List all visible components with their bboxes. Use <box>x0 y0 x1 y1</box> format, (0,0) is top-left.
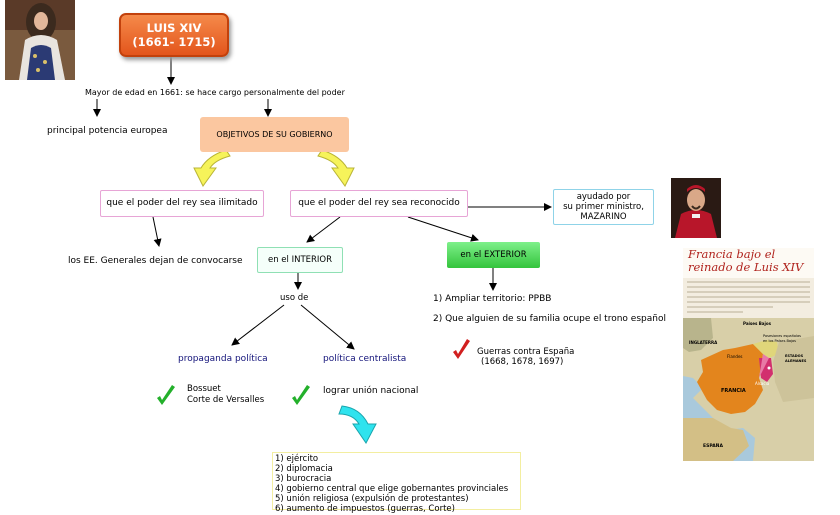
minister-line1: ayudado por <box>576 192 631 202</box>
map-label-alsacia: Alsacia <box>755 381 770 386</box>
title-box: LUIS XIV (1661- 1715) <box>119 13 229 57</box>
map-label-estados-alemanes: ESTADOS ALEMANES <box>785 354 807 363</box>
arrow-uso-propaganda <box>231 304 285 346</box>
exterior-label: en el EXTERIOR <box>460 249 527 260</box>
cyan-curved-arrow <box>338 405 377 444</box>
map-label-posesiones: Posesiones españolas en los Países Bajos <box>763 334 801 343</box>
goal-unlimited-box: que el poder del rey sea ilimitado <box>100 190 264 217</box>
power-text: principal potencia europea <box>47 126 168 136</box>
minister-line2: su primer ministro, <box>563 202 644 212</box>
france-map-image: Francia bajo el reinado de Luis XIV País… <box>683 248 814 461</box>
wars-line1: Guerras contra España <box>477 347 575 357</box>
majority-text: Mayor de edad en 1661: se hace cargo per… <box>85 88 345 97</box>
propaganda-item-1: Bossuet <box>187 384 221 394</box>
louis-xiv-portrait <box>5 0 75 80</box>
interior-box: en el INTERIOR <box>257 247 343 273</box>
green-check-icon <box>292 385 310 405</box>
measure-item: 4) gobierno central que elige gobernante… <box>275 484 509 494</box>
estates-text: los EE. Generales dejan de convocarse <box>68 256 243 266</box>
arrow-recognized-exterior <box>407 216 479 242</box>
wars-line2: (1668, 1678, 1697) <box>481 357 564 367</box>
centralista-label: política centralista <box>323 354 407 364</box>
map-title-line1: Francia bajo el <box>688 248 776 261</box>
arrow-unlimited-estates <box>152 216 162 247</box>
measure-item: 5) unión religiosa (expulsión de protest… <box>275 494 469 504</box>
uso-de-text: uso de <box>280 293 309 303</box>
interior-label: en el INTERIOR <box>267 254 333 265</box>
measure-item: 1) ejército <box>275 454 319 464</box>
arrow-uso-centralista <box>300 304 355 350</box>
union-text: lograr unión nacional <box>323 386 419 396</box>
measures-list: 1) ejército 2) diplomacia 3) burocracia … <box>272 452 521 514</box>
goal-recognized-label: que el poder del rey sea reconocido <box>298 198 460 208</box>
objectives-label: OBJETIVOS DE SU GOBIERNO <box>216 130 333 139</box>
map-label-flandes: Flandes <box>727 354 743 359</box>
map-title-line2: reinado de Luis XIV <box>688 260 804 274</box>
map-label-francia: FRANCIA <box>721 388 746 394</box>
arrow-recognized-interior <box>306 216 341 243</box>
propaganda-item-2: Corte de Versalles <box>187 395 265 405</box>
title-name: LUIS XIV <box>146 21 202 35</box>
mazarino-portrait <box>671 178 721 238</box>
title-dates: (1661- 1715) <box>132 35 216 49</box>
exterior-item-2: 2) Que alguien de su familia ocupe el tr… <box>433 314 666 324</box>
green-check-icon <box>157 385 175 405</box>
objectives-box: OBJETIVOS DE SU GOBIERNO <box>200 117 349 152</box>
goal-recognized-box: que el poder del rey sea reconocido <box>290 190 468 217</box>
propaganda-label: propaganda política <box>178 354 268 364</box>
measure-item: 6) aumento de impuestos (guerras, Corte) <box>275 504 455 514</box>
exterior-item-1: 1) Ampliar territorio: PPBB <box>433 294 552 304</box>
measure-item: 2) diplomacia <box>275 464 333 474</box>
measure-item: 3) burocracia <box>275 474 332 484</box>
minister-box: ayudado por su primer ministro, MAZARINO <box>553 189 654 225</box>
yellow-curved-arrow-left <box>193 149 231 187</box>
map-label-espana: ESPAÑA <box>703 444 723 449</box>
red-check-icon <box>453 339 470 359</box>
exterior-box: en el EXTERIOR <box>447 242 540 268</box>
map-label-paises-bajos: Países Bajos <box>743 321 772 326</box>
map-label-inglaterra: INGLATERRA <box>689 340 718 345</box>
minister-line3: MAZARINO <box>580 212 627 222</box>
goal-unlimited-label: que el poder del rey sea ilimitado <box>106 198 258 208</box>
yellow-curved-arrow-right <box>317 149 355 187</box>
